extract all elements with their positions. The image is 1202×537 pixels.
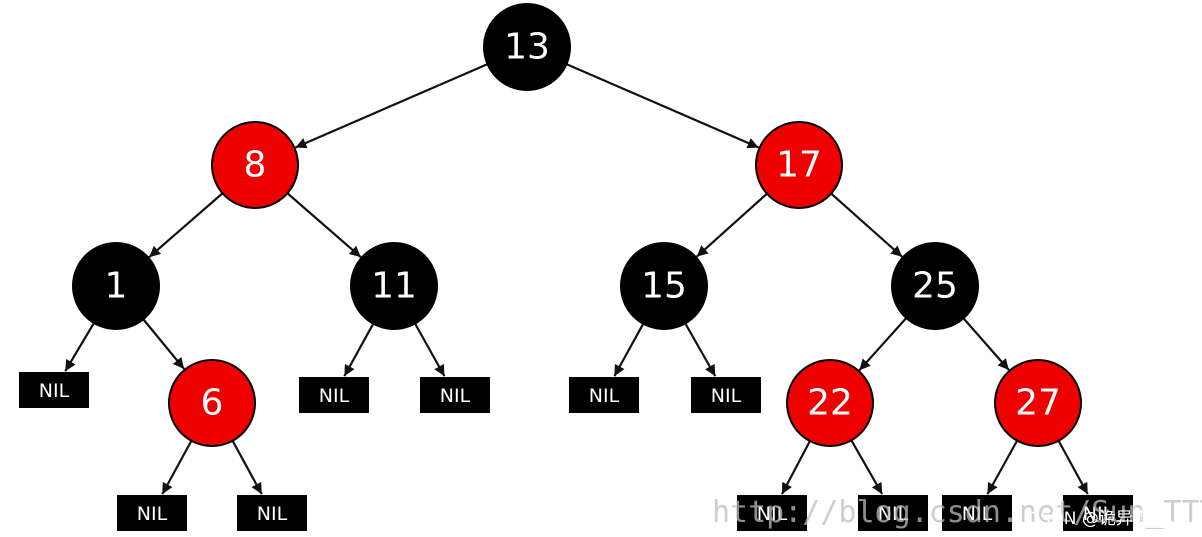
- node-circle-black: [72, 242, 160, 330]
- edge-n1-n6: [142, 318, 185, 370]
- tree-node-8: 8: [211, 121, 299, 209]
- node-label: 11: [371, 266, 417, 307]
- edge-n6-nil6a: [161, 440, 193, 495]
- tree-node-27: 27: [994, 359, 1082, 447]
- nil-leaf: NIL: [19, 372, 89, 408]
- node-circle-black: [620, 242, 708, 330]
- edge-n15-nil15b: [684, 322, 717, 377]
- watermark: http://blog.csdn.net/Sun_TTTT CSDN @诡异森林…: [712, 495, 1202, 530]
- nil-box: [737, 495, 807, 531]
- nil-label: NIL: [589, 385, 620, 407]
- node-circle-red: [786, 359, 874, 447]
- edge-n6-nil6b: [231, 440, 263, 495]
- edge-n11-nil11a: [343, 323, 375, 377]
- watermark-url: http://blog.csdn.net/Sun_TTTT: [712, 495, 1202, 530]
- edge-n13-n8: [294, 63, 488, 149]
- edge-n27-nil27a: [986, 440, 1019, 495]
- nil-box: [237, 495, 307, 531]
- tree-node-17: 17: [755, 121, 843, 209]
- edge-n17-n25: [830, 192, 903, 258]
- node-circle-red: [168, 359, 256, 447]
- nil-label: NIL: [1083, 503, 1114, 525]
- edge-n25-n27: [962, 317, 1010, 371]
- nil-box: [858, 495, 928, 531]
- nil-label: NIL: [39, 380, 70, 402]
- node-circle-black: [350, 242, 438, 330]
- node-label: 1: [105, 266, 128, 307]
- node-label: 22: [807, 383, 853, 424]
- node-label: 6: [201, 383, 224, 424]
- nil-box: [117, 495, 187, 531]
- nil-label: NIL: [137, 503, 168, 525]
- edge-n22-nil22b: [850, 439, 884, 495]
- nil-leaf: NIL: [569, 377, 639, 413]
- nil-leaf: NIL: [942, 495, 1012, 531]
- nil-label: NIL: [878, 503, 909, 525]
- node-label: 27: [1015, 383, 1061, 424]
- edge-n27-nil27b: [1057, 440, 1089, 495]
- nil-box: [1063, 495, 1133, 531]
- node-label: 13: [504, 27, 550, 68]
- tree-node-13: 13: [483, 3, 571, 91]
- nil-leaf: NIL: [117, 495, 187, 531]
- nil-leaf: NIL: [858, 495, 928, 531]
- edge-n1-nil1: [64, 322, 95, 372]
- edge-n11-nil11b: [414, 322, 446, 377]
- node-circle-black: [891, 242, 979, 330]
- edge-n8-n1: [148, 192, 224, 258]
- node-label: 25: [912, 266, 958, 307]
- edge-n8-n11: [286, 192, 362, 258]
- node-label: 15: [641, 266, 687, 307]
- node-circle-red: [211, 121, 299, 209]
- edge-n17-n15: [696, 192, 768, 258]
- nil-leaf: NIL: [420, 377, 490, 413]
- nil-leaf: NIL: [1063, 495, 1133, 531]
- node-circle-black: [483, 3, 571, 91]
- nil-label: NIL: [440, 385, 471, 407]
- node-label: 17: [776, 145, 822, 186]
- node-label: 8: [244, 145, 267, 186]
- tree-node-1: 1: [72, 242, 160, 330]
- nil-box: [299, 377, 369, 413]
- nil-leaf: NIL: [691, 377, 761, 413]
- nil-leaf: NIL: [237, 495, 307, 531]
- nil-box: [942, 495, 1012, 531]
- nil-leaf: NIL: [737, 495, 807, 531]
- nil-leaves: NIL NIL NIL NIL NIL NIL NIL NIL NIL NIL NIL: [19, 372, 1133, 531]
- nil-leaf: NIL: [299, 377, 369, 413]
- tree-edges: [64, 63, 1089, 495]
- node-circle-red: [994, 359, 1082, 447]
- nil-label: NIL: [319, 385, 350, 407]
- nil-box: [691, 377, 761, 413]
- tree-node-6: 6: [168, 359, 256, 447]
- tree-node-15: 15: [620, 242, 708, 330]
- edge-n15-nil15a: [613, 323, 645, 377]
- nil-label: NIL: [257, 503, 288, 525]
- watermark-credit: CSDN @诡异森林。: [1028, 509, 1184, 529]
- nil-box: [569, 377, 639, 413]
- edge-n25-n22: [858, 317, 908, 371]
- nil-label: NIL: [711, 385, 742, 407]
- tree-node-11: 11: [350, 242, 438, 330]
- edge-n22-nil22a: [780, 440, 811, 495]
- nil-label: NIL: [757, 503, 788, 525]
- tree-node-22: 22: [786, 359, 874, 447]
- tree-node-25: 25: [891, 242, 979, 330]
- edge-n13-n17: [566, 63, 760, 149]
- nil-box: [19, 372, 89, 408]
- node-circle-red: [755, 121, 843, 209]
- nil-label: NIL: [962, 503, 993, 525]
- nil-box: [420, 377, 490, 413]
